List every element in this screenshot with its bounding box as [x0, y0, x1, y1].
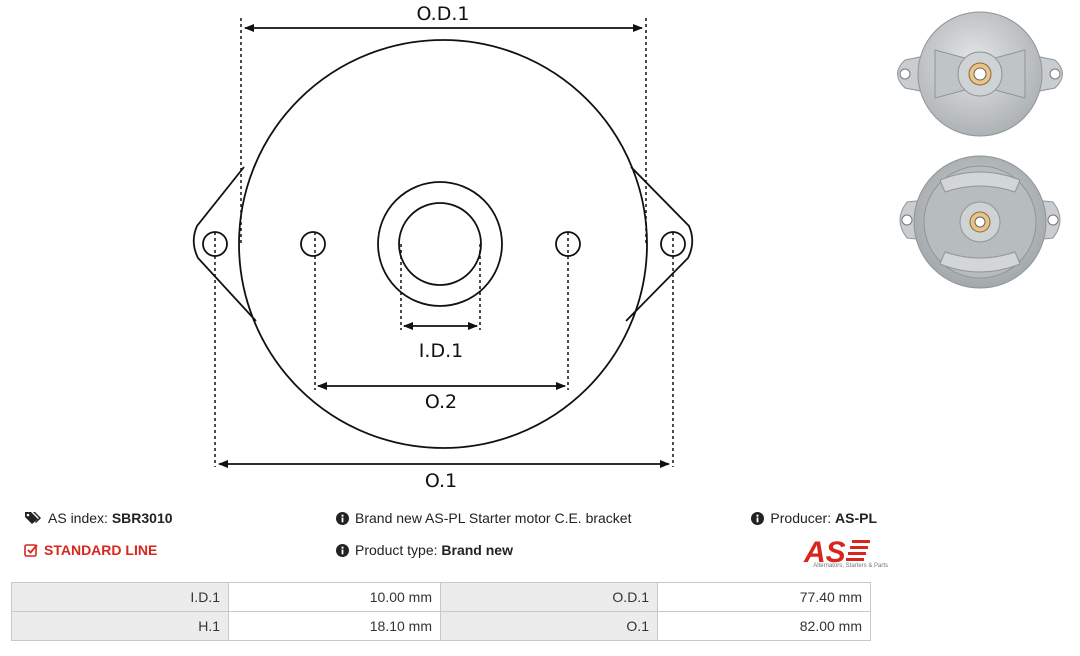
product-photo-bottom [899, 155, 1061, 289]
spec-label: I.D.1 [11, 582, 229, 612]
info-circle-icon [336, 511, 349, 525]
product-type-value: Brand new [441, 542, 513, 558]
standard-line-badge: STANDARD LINE [24, 542, 157, 558]
tags-icon [24, 511, 42, 525]
right-ear-outline [625, 166, 694, 322]
label-o2: O.2 [425, 391, 457, 413]
check-square-icon [24, 543, 38, 557]
product-photo-top [897, 11, 1063, 137]
mount-hole-left-inner [300, 231, 326, 257]
bore-inner-circle [398, 202, 482, 286]
product-type-label: Product type: [355, 542, 438, 558]
producer-value: AS-PL [835, 510, 877, 526]
info-circle-icon [751, 511, 765, 525]
bore-outer-circle [377, 181, 503, 307]
logo-tagline: Alternators, Starters & Parts [813, 563, 888, 569]
spec-value: 10.00 mm [228, 582, 441, 612]
label-o1: O.1 [425, 470, 457, 492]
table-row: I.D.1 10.00 mm O.D.1 77.40 mm [11, 582, 871, 612]
spec-value: 18.10 mm [228, 611, 441, 641]
spec-label: O.D.1 [440, 582, 658, 612]
product-type-row: Product type: Brand new [336, 542, 513, 558]
specifications-table: I.D.1 10.00 mm O.D.1 77.40 mm H.1 18.10 … [11, 582, 871, 641]
spec-label: O.1 [440, 611, 658, 641]
as-index-value: SBR3010 [111, 510, 173, 526]
description-text: Brand new AS-PL Starter motor C.E. brack… [355, 510, 632, 526]
spec-value: 82.00 mm [657, 611, 871, 641]
as-index-row: AS index: SBR3010 [24, 510, 173, 526]
as-index-label: AS index: [48, 510, 108, 526]
producer-row: Producer: AS-PL [751, 510, 877, 526]
table-row: H.1 18.10 mm O.1 82.00 mm [11, 611, 871, 641]
label-od1: O.D.1 [417, 3, 470, 25]
producer-label: Producer: [770, 510, 832, 526]
description-row: Brand new AS-PL Starter motor C.E. brack… [336, 510, 632, 526]
as-pl-logo: AS [803, 536, 870, 569]
technical-drawing: O.D.1 I.D.1 O.2 O.1 [192, 3, 694, 492]
standard-line-text: STANDARD LINE [44, 542, 158, 558]
info-circle-icon [336, 543, 349, 557]
spec-label: H.1 [11, 611, 229, 641]
main-bracket-circle [238, 39, 648, 449]
label-id1: I.D.1 [419, 340, 463, 362]
spec-value: 77.40 mm [657, 582, 871, 612]
svg-text:AS: AS [803, 536, 846, 569]
left-ear-outline [192, 166, 257, 322]
